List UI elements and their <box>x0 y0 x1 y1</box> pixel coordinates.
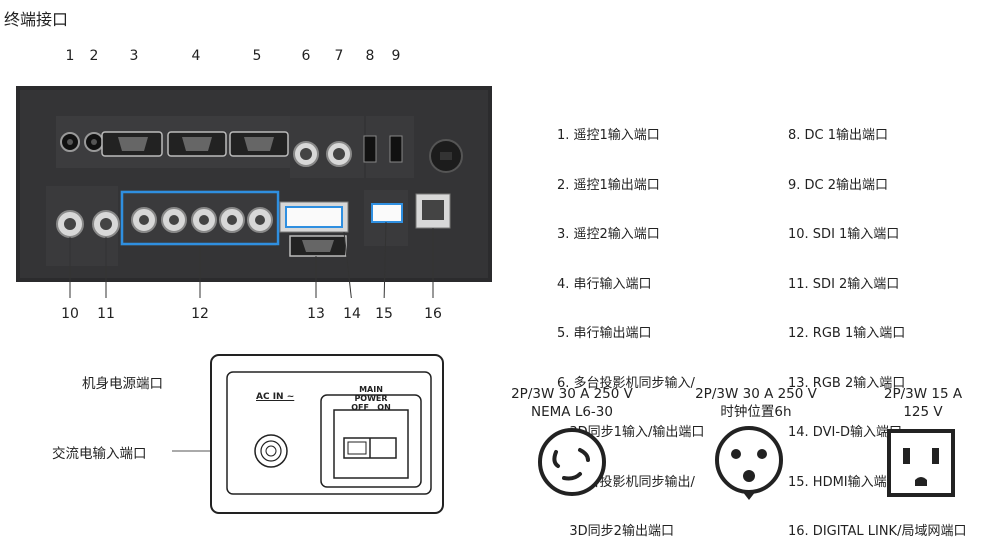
page-title: 终端接口 <box>4 10 69 29</box>
legend-item: 16. DIGITAL LINK/局域网端口 <box>788 524 967 539</box>
outlet-rating-3: 2P/3W 15 A 125 V <box>868 385 978 421</box>
main-power-marking: MAIN POWER OFF ON <box>345 385 397 412</box>
port-number-6: 6 <box>301 48 311 64</box>
port-number-7: 7 <box>334 48 344 64</box>
legend-item: 1. 遥控1输入端口 <box>557 128 660 143</box>
outlet-rating-line2: NEMA L6-30 <box>531 404 613 420</box>
port-number-11: 11 <box>97 306 115 322</box>
outlet-rating-line2: 时钟位置6h <box>720 404 792 420</box>
port-number-12: 12 <box>191 306 209 322</box>
outlet-rating-line1: 2P/3W 30 A 250 V <box>511 386 633 402</box>
port-number-10: 10 <box>61 306 79 322</box>
legend-item: 3D同步1输入/输出端口 <box>557 425 705 440</box>
outlet-rating-2: 2P/3W 30 A 250 V 时钟位置6h <box>685 385 827 421</box>
legend-item: 14. DVI-D输入端口 <box>788 425 903 440</box>
legend-item: 15. HDMI输入端口 <box>788 474 900 490</box>
legend-item: 13. RGB 2输入端口 <box>788 375 906 391</box>
port-number-9: 9 <box>391 48 401 64</box>
outlet-rating-1: 2P/3W 30 A 250 V NEMA L6-30 <box>502 385 642 421</box>
off-on-label: OFF ON <box>345 403 397 412</box>
body-power-port-label: 机身电源端口 <box>82 376 163 392</box>
outlet-rating-line2: 125 V <box>903 404 943 420</box>
legend-item: 4. 串行输入端口 <box>557 276 652 292</box>
port-number-1: 1 <box>65 48 75 64</box>
port-number-8: 8 <box>365 48 375 64</box>
ac-input-port-label: 交流电输入端口 <box>52 446 147 462</box>
nema-l6-30-outlet-icon <box>538 428 606 496</box>
outlet-rating-line1: 2P/3W 30 A 250 V <box>695 386 817 402</box>
nema-5-15-outlet-icon <box>887 429 955 497</box>
main-power-label: MAIN POWER <box>354 385 388 403</box>
port-number-4: 4 <box>191 48 201 64</box>
terminal-panel-illustration <box>16 86 492 298</box>
off-label: OFF <box>351 403 369 412</box>
power-panel-illustration <box>172 354 444 514</box>
legend-item: 5. 串行输出端口 <box>557 326 652 341</box>
legend-item: 3. 遥控2输入端口 <box>557 227 660 242</box>
on-label: ON <box>377 403 391 412</box>
legend-item: 11. SDI 2输入端口 <box>788 276 900 292</box>
port-number-16: 16 <box>424 306 442 322</box>
legend-item: 2. 遥控1输出端口 <box>557 177 660 193</box>
legend-item: 6. 多台投影机同步输入/ <box>557 375 695 391</box>
legend-item: 12. RGB 1输入端口 <box>788 326 906 341</box>
legend-item: 8. DC 1输出端口 <box>788 128 889 143</box>
legend-item: 10. SDI 1输入端口 <box>788 227 900 242</box>
port-number-15: 15 <box>375 306 393 322</box>
port-number-3: 3 <box>129 48 139 64</box>
port-number-2: 2 <box>89 48 99 64</box>
legend-item: 9. DC 2输出端口 <box>788 177 889 193</box>
outlet-rating-line1: 2P/3W 15 A <box>883 386 963 402</box>
port-number-14: 14 <box>343 306 361 322</box>
ac-in-marking: AC IN ~ <box>256 392 295 402</box>
clock-6h-outlet-icon <box>715 426 783 500</box>
legend-item: 3D同步2输出端口 <box>557 524 674 539</box>
port-number-13: 13 <box>307 306 325 322</box>
port-number-5: 5 <box>252 48 262 64</box>
